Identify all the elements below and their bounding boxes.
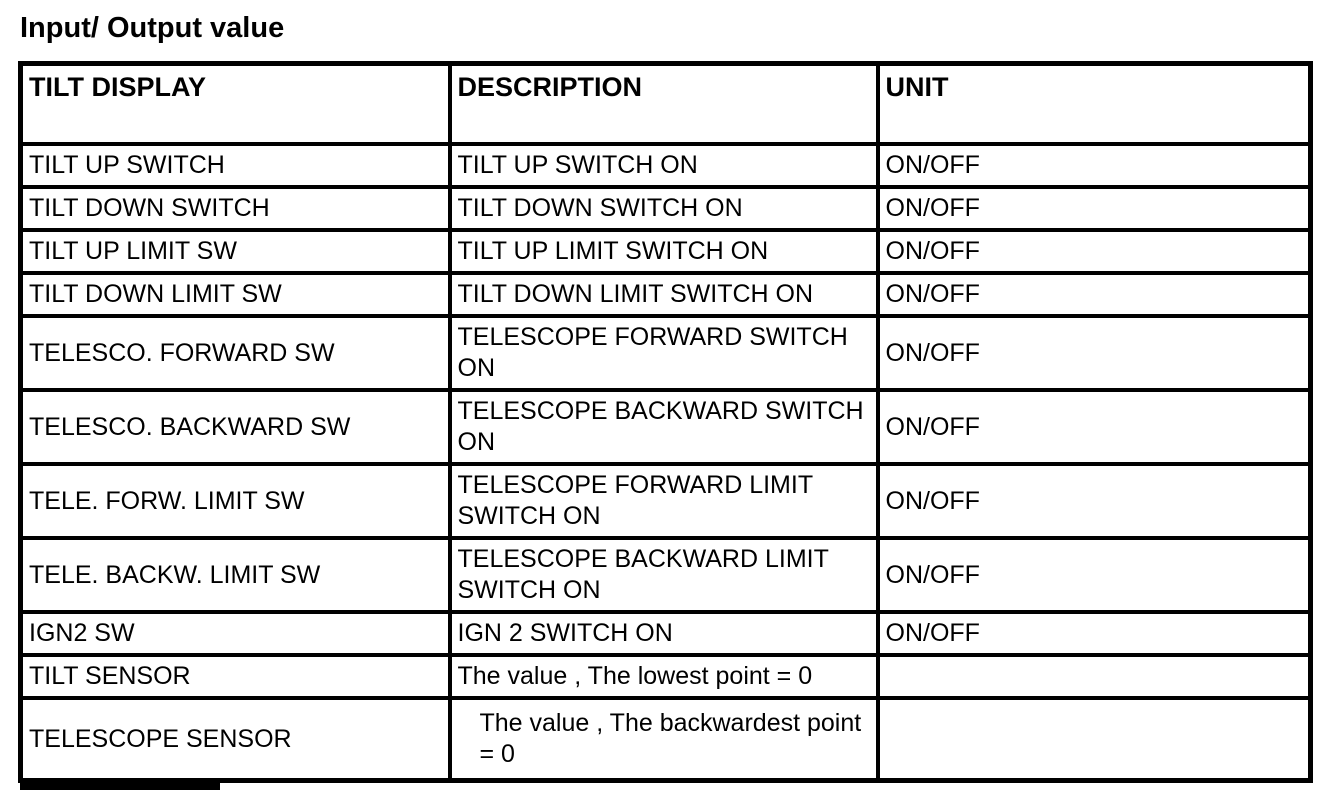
cell-description: TELESCOPE BACKWARD LIMIT SWITCH ON <box>447 536 880 614</box>
table-row: TILT UP LIMIT SW TILT UP LIMIT SWITCH ON… <box>18 228 1313 275</box>
table-row: IGN2 SW IGN 2 SWITCH ON ON/OFF <box>18 610 1313 657</box>
cell-unit <box>875 696 1313 783</box>
cell-description: TILT UP SWITCH ON <box>447 142 880 189</box>
cell-description: The value , The backwardest point = 0 <box>447 696 880 783</box>
cell-tilt-display: TILT UP LIMIT SW <box>18 228 452 275</box>
cell-unit: ON/OFF <box>875 610 1313 657</box>
cell-description: TELESCOPE FORWARD SWITCH ON <box>447 314 880 392</box>
bottom-edge-bar <box>20 783 220 790</box>
cell-tilt-display: TILT DOWN LIMIT SW <box>18 271 452 318</box>
cell-description: TILT UP LIMIT SWITCH ON <box>447 228 880 275</box>
col-header-description: DESCRIPTION <box>447 61 880 146</box>
table-row: TELE. BACKW. LIMIT SW TELESCOPE BACKWARD… <box>18 536 1313 614</box>
table-row: TELESCOPE SENSOR The value , The backwar… <box>18 696 1313 783</box>
cell-unit: ON/OFF <box>875 185 1313 232</box>
cell-tilt-display: TELESCO. BACKWARD SW <box>18 388 452 466</box>
table-row: TELESCO. BACKWARD SW TELESCOPE BACKWARD … <box>18 388 1313 466</box>
table-row: TILT DOWN SWITCH TILT DOWN SWITCH ON ON/… <box>18 185 1313 232</box>
cell-unit: ON/OFF <box>875 314 1313 392</box>
table-row: TILT SENSOR The value , The lowest point… <box>18 653 1313 700</box>
cell-unit: ON/OFF <box>875 388 1313 466</box>
cell-tilt-display: TELESCO. FORWARD SW <box>18 314 452 392</box>
table-row: TILT UP SWITCH TILT UP SWITCH ON ON/OFF <box>18 142 1313 189</box>
cell-unit <box>875 653 1313 700</box>
io-value-table: TILT DISPLAY DESCRIPTION UNIT TILT UP SW… <box>18 61 1313 783</box>
cell-description: TELESCOPE BACKWARD SWITCH ON <box>447 388 880 466</box>
table-row: TELE. FORW. LIMIT SW TELESCOPE FORWARD L… <box>18 462 1313 540</box>
col-header-unit: UNIT <box>875 61 1313 146</box>
cell-tilt-display: IGN2 SW <box>18 610 452 657</box>
cell-unit: ON/OFF <box>875 536 1313 614</box>
cell-unit: ON/OFF <box>875 142 1313 189</box>
page-title: Input/ Output value <box>20 12 285 44</box>
cell-tilt-display: TILT SENSOR <box>18 653 452 700</box>
table-row: TILT DOWN LIMIT SW TILT DOWN LIMIT SWITC… <box>18 271 1313 318</box>
table-body: TILT UP SWITCH TILT UP SWITCH ON ON/OFF … <box>18 142 1313 783</box>
cell-unit: ON/OFF <box>875 462 1313 540</box>
cell-description: The value , The lowest point = 0 <box>447 653 880 700</box>
cell-description: TILT DOWN SWITCH ON <box>447 185 880 232</box>
cell-unit: ON/OFF <box>875 271 1313 318</box>
table-row: TELESCO. FORWARD SW TELESCOPE FORWARD SW… <box>18 314 1313 392</box>
cell-unit: ON/OFF <box>875 228 1313 275</box>
cell-description: TILT DOWN LIMIT SWITCH ON <box>447 271 880 318</box>
cell-tilt-display: TILT DOWN SWITCH <box>18 185 452 232</box>
cell-description: IGN 2 SWITCH ON <box>447 610 880 657</box>
cell-tilt-display: TELE. BACKW. LIMIT SW <box>18 536 452 614</box>
cell-tilt-display: TELE. FORW. LIMIT SW <box>18 462 452 540</box>
cell-tilt-display: TILT UP SWITCH <box>18 142 452 189</box>
cell-tilt-display: TELESCOPE SENSOR <box>18 696 452 783</box>
col-header-tilt-display: TILT DISPLAY <box>18 61 452 146</box>
table-header-row: TILT DISPLAY DESCRIPTION UNIT <box>18 61 1313 146</box>
cell-description: TELESCOPE FORWARD LIMIT SWITCH ON <box>447 462 880 540</box>
